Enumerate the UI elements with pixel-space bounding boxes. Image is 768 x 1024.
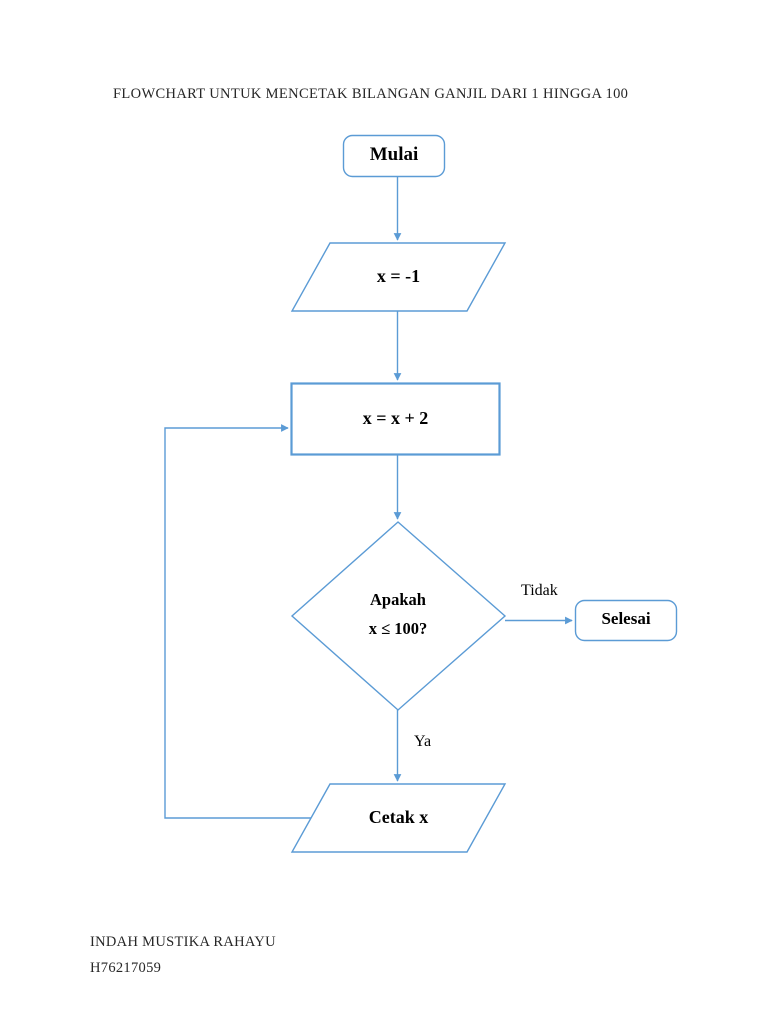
page-title: FLOWCHART UNTUK MENCETAK BILANGAN GANJIL… [113,86,629,102]
edge-print-to-process-loop [164,424,311,819]
edge-label-tidak: Tidak [521,582,558,599]
edge-label-ya: Ya [414,733,432,750]
node-shape-process[interactable] [290,382,501,456]
node-shape-start[interactable] [342,134,446,178]
node-shape-init[interactable] [290,242,507,312]
node-shape-end[interactable] [574,599,678,642]
node-shape-print[interactable] [290,783,507,853]
footer-author-name: INDAH MUSTIKA RAHAYU [90,934,276,950]
footer-student-id: H76217059 [90,960,162,976]
footer: INDAH MUSTIKA RAHAYU H76217059 [90,934,276,977]
node-shape-decision[interactable] [290,521,507,711]
